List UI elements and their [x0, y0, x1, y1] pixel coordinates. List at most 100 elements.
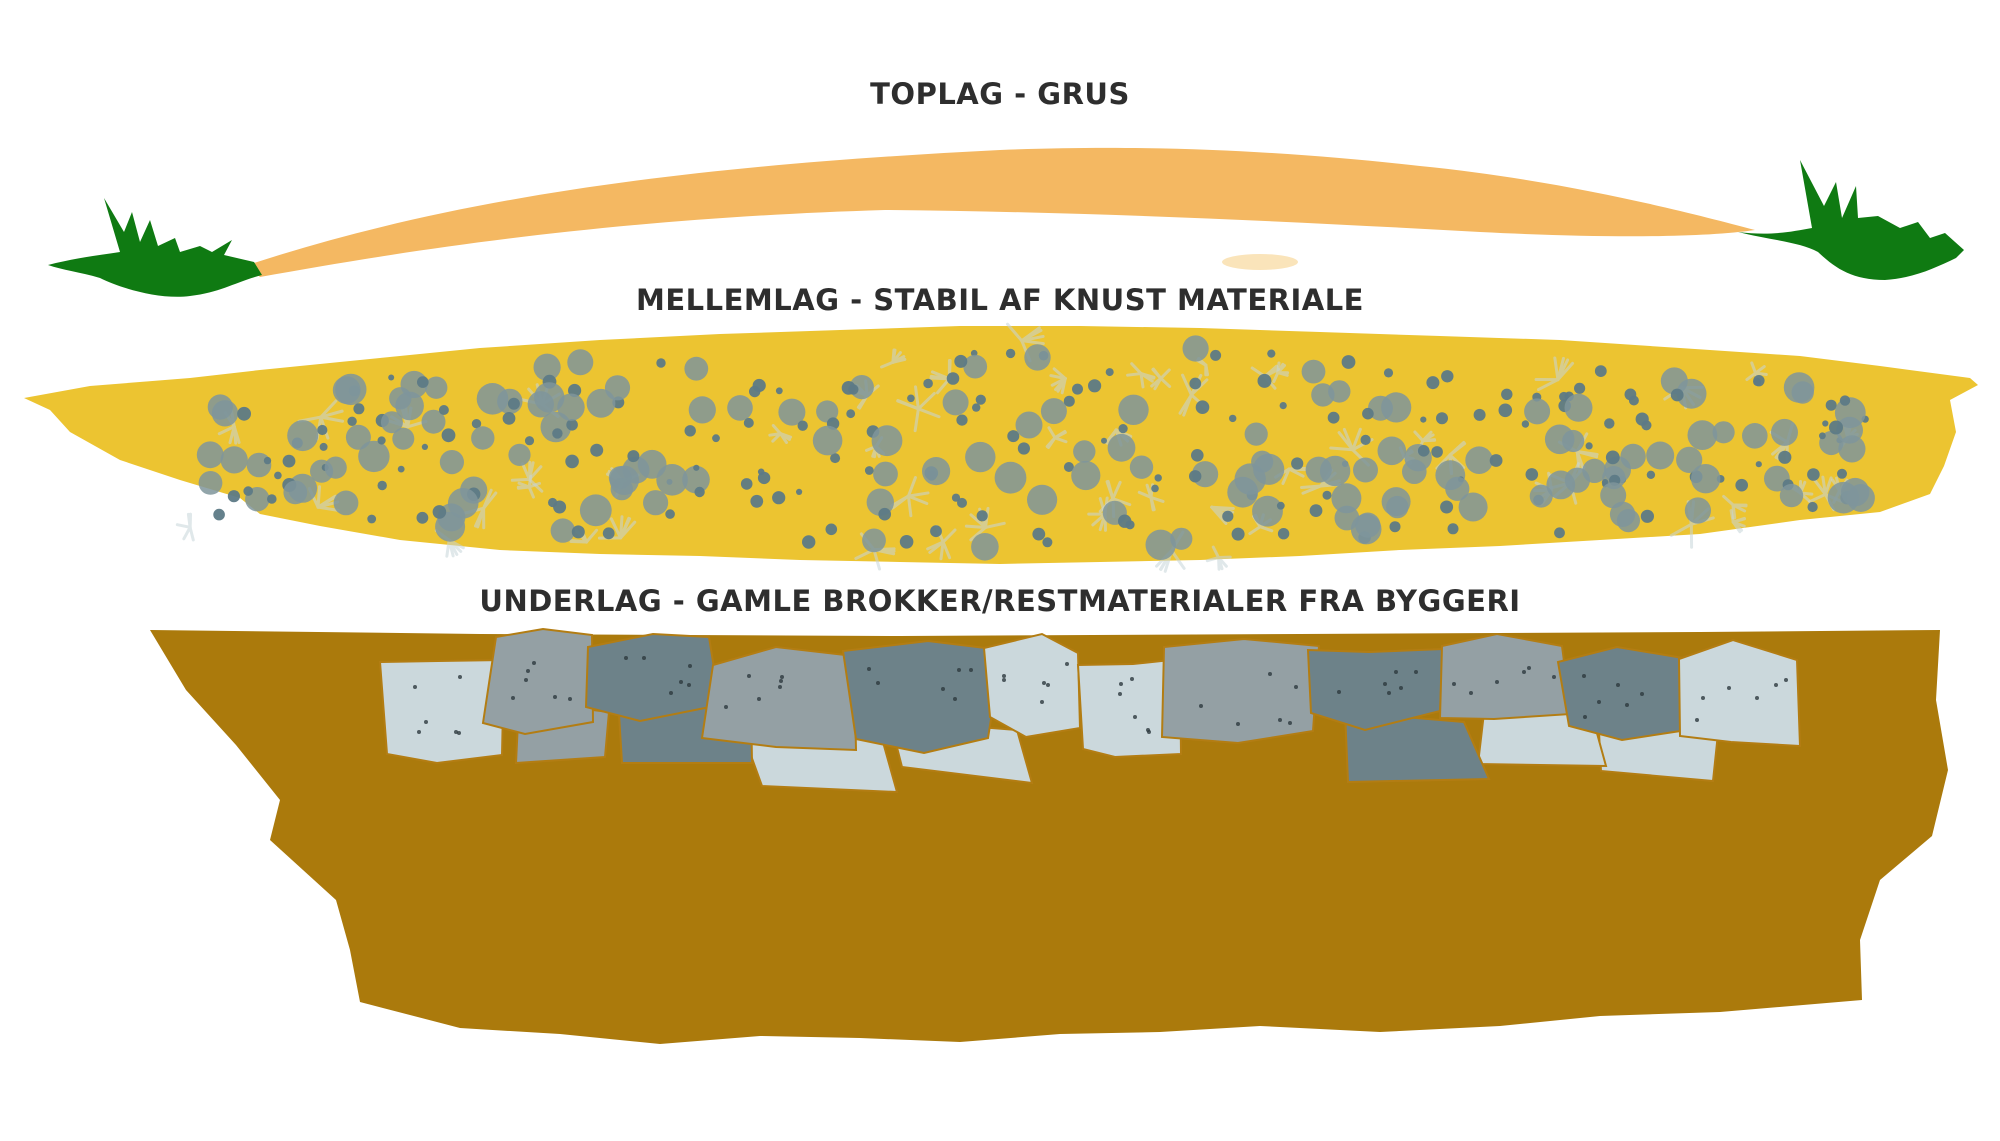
stone: [1032, 527, 1046, 541]
rubble-speck: [1399, 686, 1403, 690]
rubble-speck: [526, 669, 530, 673]
stone: [862, 528, 886, 553]
stone: [797, 420, 808, 431]
rubble-speck: [1495, 680, 1499, 684]
stone: [508, 443, 531, 466]
stone: [1465, 446, 1493, 475]
stone: [1753, 377, 1762, 386]
rubble-speck: [1130, 677, 1134, 681]
stone: [752, 378, 766, 393]
rubble-speck: [778, 685, 782, 689]
stone: [1489, 454, 1503, 467]
stone: [1447, 523, 1459, 535]
rubble-speck: [1288, 721, 1292, 725]
stone: [567, 349, 594, 376]
frost-cluster: [1272, 361, 1290, 383]
stone: [397, 465, 405, 473]
rubble-speck: [1278, 718, 1282, 722]
stone: [778, 398, 806, 426]
stone: [345, 424, 371, 450]
rubble-speck: [669, 691, 673, 695]
rubble-speck: [1695, 718, 1699, 722]
stone: [586, 388, 616, 418]
stone: [552, 428, 563, 439]
stone: [841, 381, 856, 395]
stone: [1564, 393, 1593, 422]
stone: [533, 353, 561, 381]
frost-cluster: [1049, 367, 1067, 395]
stone: [287, 420, 319, 452]
stone: [693, 464, 700, 471]
rubble-piece: [584, 632, 722, 723]
stone: [684, 425, 696, 437]
stone: [534, 382, 565, 413]
stone: [267, 494, 277, 504]
stone: [1279, 402, 1287, 410]
stone: [1101, 437, 1107, 444]
frost-cluster: [1722, 494, 1748, 520]
stone: [976, 510, 988, 522]
stone: [1229, 414, 1237, 423]
stone: [1600, 482, 1627, 509]
stone: [1837, 468, 1847, 479]
stone: [471, 426, 495, 450]
stone: [1605, 450, 1620, 465]
frost-cluster: [768, 424, 793, 444]
rubble-speck: [1597, 700, 1601, 704]
frost-cluster: [463, 488, 498, 530]
top-layer-label: TOPLAG - GRUS: [870, 77, 1130, 111]
stone: [994, 461, 1027, 494]
stone: [377, 436, 386, 445]
rubble-speck: [779, 679, 783, 683]
stone: [1735, 478, 1748, 492]
rubble-speck: [1387, 691, 1391, 695]
stone: [830, 453, 841, 464]
stone: [1778, 450, 1792, 464]
stone: [1257, 373, 1272, 388]
rubble-speck: [953, 697, 957, 701]
rubble-speck: [1065, 662, 1069, 666]
stone: [922, 457, 951, 486]
stone: [1670, 388, 1684, 402]
frost-cluster: [175, 512, 195, 542]
stone: [1501, 388, 1513, 400]
stone: [1473, 408, 1486, 421]
stone: [502, 412, 516, 425]
rubble-speck: [1452, 682, 1456, 686]
rubble-speck: [941, 687, 945, 691]
stone: [1601, 479, 1609, 486]
right-grass-tuft: [1738, 160, 1964, 280]
frost-cluster: [889, 476, 930, 518]
stone: [816, 400, 839, 423]
rubble-speck: [532, 661, 536, 665]
stone: [1420, 416, 1427, 423]
frost-cluster: [1150, 367, 1172, 391]
stone: [740, 478, 753, 490]
stone: [220, 446, 248, 474]
rubble-speck: [458, 675, 462, 679]
stone: [579, 494, 612, 527]
frost-cluster: [1045, 426, 1068, 450]
stone: [1829, 420, 1843, 435]
stone: [1355, 512, 1381, 538]
stone: [540, 411, 572, 443]
stone: [1779, 483, 1804, 508]
rubble-speck: [679, 680, 683, 684]
stone: [1822, 420, 1829, 427]
stone: [476, 383, 509, 415]
rubble-pieces: [378, 627, 1802, 794]
stone: [1118, 394, 1149, 425]
stone: [1327, 411, 1340, 424]
stone: [1331, 483, 1362, 514]
stone: [1353, 457, 1378, 483]
stone: [263, 456, 272, 465]
stone: [243, 486, 253, 496]
stone: [1195, 400, 1210, 415]
stone: [421, 443, 428, 450]
stone: [1559, 391, 1569, 402]
stone: [1458, 492, 1488, 522]
stone: [565, 454, 579, 469]
rubble-speck: [1119, 682, 1123, 686]
gravel-layer: [248, 147, 1755, 277]
